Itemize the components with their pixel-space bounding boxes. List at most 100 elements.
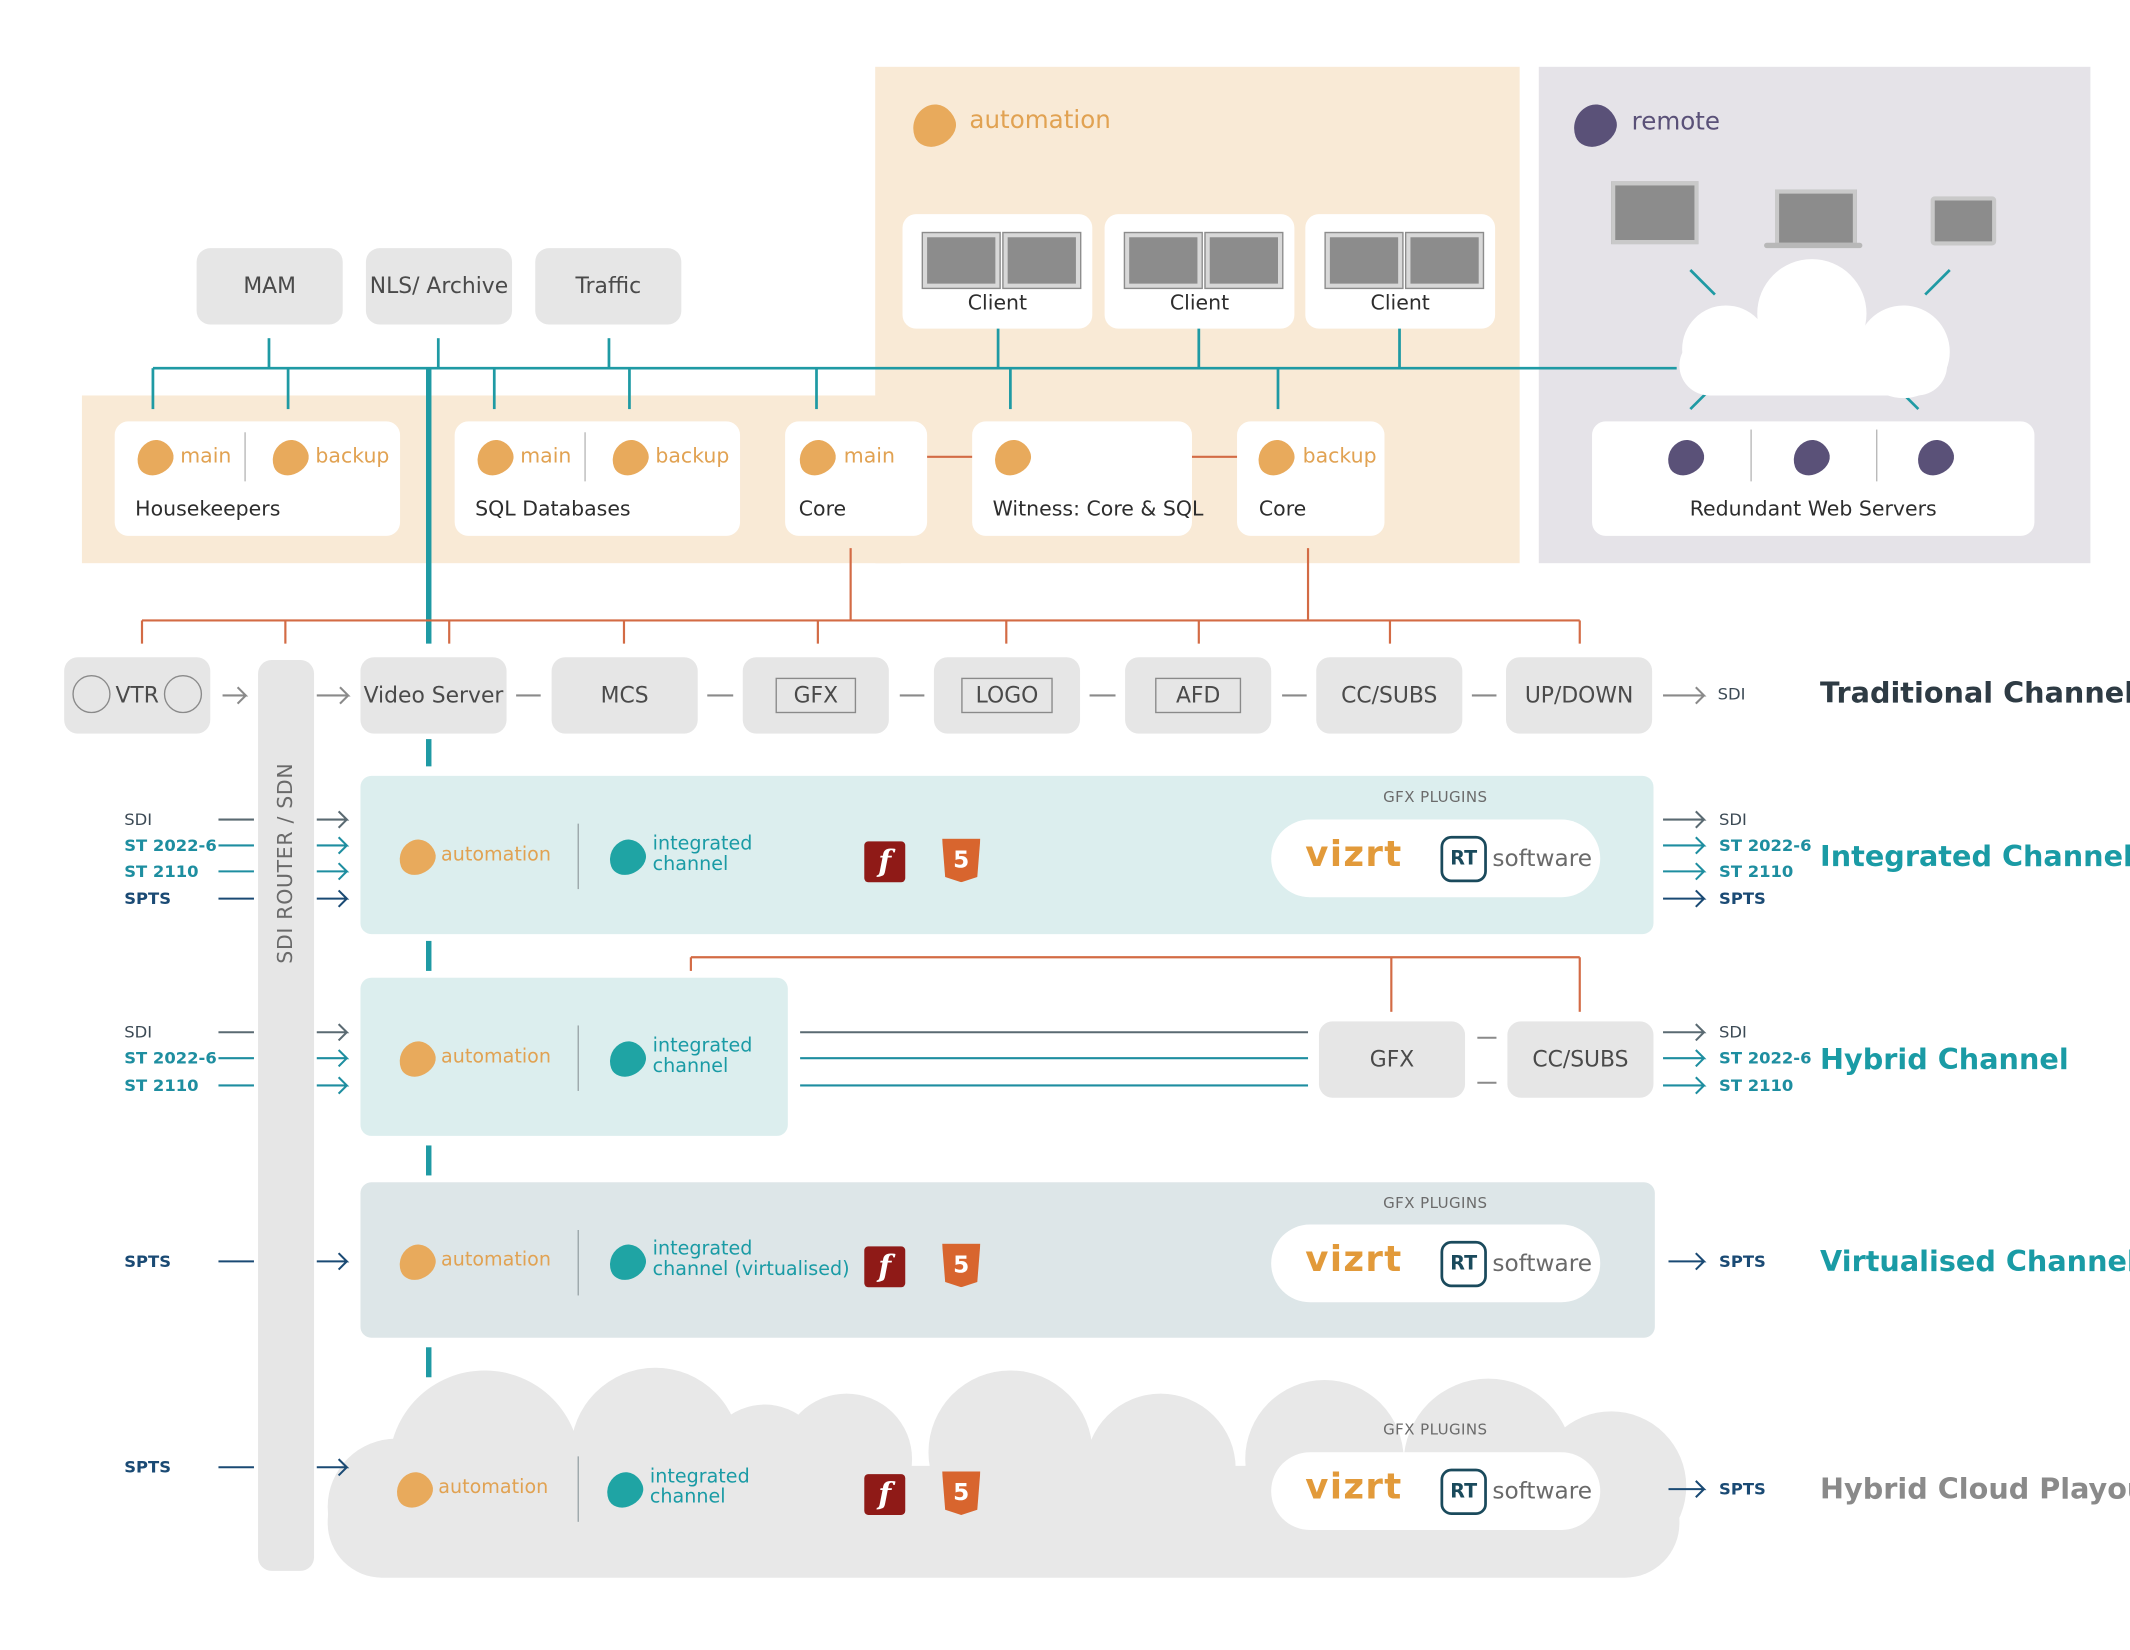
virtualised-channel-line1: integrated xyxy=(652,1238,753,1260)
sql-main-label: main xyxy=(520,443,572,468)
housekeeper-backup-icon xyxy=(266,435,314,480)
traditional-channel-title: Traditional Channel xyxy=(1820,676,2130,710)
hybrid-out-st2022: ST 2022-6 xyxy=(1719,1048,1812,1068)
monitor-icon xyxy=(1123,231,1203,290)
gfx-plugins-label: GFX PLUGINS xyxy=(1383,1194,1488,1213)
desktop-icon xyxy=(1611,181,1699,245)
logo-label: LOGO xyxy=(960,678,1054,713)
core-backup-tag: backup xyxy=(1302,443,1377,468)
integrated-channel-line1: integrated xyxy=(652,833,753,855)
flash-icon: f xyxy=(864,841,906,883)
web-server-icon xyxy=(1662,435,1709,480)
vizrt-logo: vizrt xyxy=(1305,1239,1403,1281)
monitor-icon xyxy=(1002,231,1082,290)
integrated-channel-label: integrated channel xyxy=(652,833,753,876)
up-down-box[interactable]: UP/DOWN xyxy=(1506,657,1653,734)
hybrid-channel-line1: integrated xyxy=(652,1035,753,1057)
sql-databases-box[interactable]: main backup SQL Databases xyxy=(454,421,741,536)
cloud-channel-line2: channel xyxy=(649,1485,726,1508)
divider xyxy=(577,1025,579,1091)
rt-mark: RT xyxy=(1440,1240,1487,1288)
cloud-out-spts: SPTS xyxy=(1719,1479,1766,1499)
hybrid-gfx-box[interactable]: GFX xyxy=(1318,1021,1466,1098)
cloud-in-spts: SPTS xyxy=(124,1457,172,1477)
rt-mark: RT xyxy=(1440,835,1487,883)
hybrid-channel-line2: channel xyxy=(652,1055,729,1077)
virtualised-suffix: (virtualised) xyxy=(734,1258,850,1281)
virtualised-channel-title: Virtualised Channel xyxy=(1820,1245,2130,1278)
client-box-2[interactable]: Client xyxy=(1104,214,1295,329)
core-main-icon xyxy=(794,435,841,480)
client-box-3[interactable]: Client xyxy=(1305,214,1496,329)
witness-box[interactable]: Witness: Core & SQL xyxy=(972,421,1203,536)
html5-icon: 5 xyxy=(942,1471,981,1515)
housekeepers-box[interactable]: main backup Housekeepers xyxy=(114,421,401,536)
hybrid-cc-subs-box[interactable]: CC/SUBS xyxy=(1507,1021,1654,1098)
logo-box[interactable]: LOGO xyxy=(933,657,1081,734)
rt-software-logo: RT software xyxy=(1440,1240,1592,1288)
sdi-router-label: SDI ROUTER / SDN xyxy=(273,762,298,964)
traffic-box[interactable]: Traffic xyxy=(535,248,682,325)
divider xyxy=(244,432,246,482)
client-box-1[interactable]: Client xyxy=(902,214,1093,329)
tablet-icon xyxy=(1930,196,1997,246)
hybrid-in-st2110: ST 2110 xyxy=(124,1075,199,1095)
mcs-box[interactable]: MCS xyxy=(551,657,698,734)
web-server-icon xyxy=(1788,435,1835,480)
housekeepers-title: Housekeepers xyxy=(135,496,281,521)
cc-subs-label: CC/SUBS xyxy=(1341,682,1438,709)
core-main-title: Core xyxy=(798,496,847,521)
hybrid-in-sdi: SDI xyxy=(124,1022,153,1042)
housekeeper-backup-label: backup xyxy=(315,443,390,468)
monitor-icon xyxy=(1404,231,1485,290)
integrated-channel-title: Integrated Channel xyxy=(1820,840,2130,873)
core-backup-icon xyxy=(1252,435,1300,480)
integrated-in-spts: SPTS xyxy=(124,889,172,909)
integrated-out-st2110: ST 2110 xyxy=(1719,861,1794,881)
vizrt-logo: vizrt xyxy=(1305,834,1403,876)
sql-backup-label: backup xyxy=(655,443,730,468)
laptop-icon xyxy=(1775,189,1857,247)
video-server-label: Video Server xyxy=(363,682,504,709)
video-server-box[interactable]: Video Server xyxy=(360,657,507,734)
rt-software-logo: RT software xyxy=(1440,1468,1592,1515)
mam-box[interactable]: MAM xyxy=(196,248,343,325)
html5-icon: 5 xyxy=(942,838,981,883)
integrated-out-st2022: ST 2022-6 xyxy=(1719,835,1812,855)
divider xyxy=(584,432,586,482)
cc-subs-box[interactable]: CC/SUBS xyxy=(1316,657,1463,734)
virtualised-channel-label: integrated channel (virtualised) xyxy=(652,1238,850,1281)
integrated-channel-line2: channel xyxy=(652,853,729,876)
core-main-box[interactable]: main Core xyxy=(785,421,928,536)
sdi-router-bar[interactable] xyxy=(258,660,315,1571)
client-label: Client xyxy=(1169,290,1230,315)
core-backup-box[interactable]: backup Core xyxy=(1237,421,1385,536)
rt-mark: RT xyxy=(1440,1468,1487,1515)
virtualised-out-spts: SPTS xyxy=(1719,1251,1766,1271)
up-down-label: UP/DOWN xyxy=(1524,682,1634,709)
vtr-label: VTR xyxy=(115,682,159,709)
nls-archive-box[interactable]: NLS/ Archive xyxy=(365,248,513,325)
core-backup-title: Core xyxy=(1258,496,1307,521)
hybrid-automation-label: automation xyxy=(441,1045,551,1068)
gfx-box[interactable]: GFX xyxy=(742,657,889,734)
integrated-out-spts: SPTS xyxy=(1719,889,1766,909)
client-label: Client xyxy=(1370,290,1430,315)
web-servers-title: Redundant Web Servers xyxy=(1689,496,1937,521)
flash-icon: f xyxy=(864,1474,906,1515)
monitor-icon xyxy=(1324,231,1404,290)
vtr-box[interactable]: VTR xyxy=(64,657,211,734)
traditional-out-sdi: SDI xyxy=(1717,684,1746,704)
web-servers-box[interactable]: Redundant Web Servers xyxy=(1592,421,2035,536)
hybrid-cc-subs-label: CC/SUBS xyxy=(1532,1046,1629,1073)
afd-box[interactable]: AFD xyxy=(1125,657,1272,734)
integrated-in-st2110: ST 2110 xyxy=(124,861,199,881)
divider xyxy=(577,1230,579,1296)
virtualised-channel-word: channel xyxy=(652,1258,729,1281)
witness-icon xyxy=(989,435,1036,480)
housekeeper-main-label: main xyxy=(180,443,232,468)
vizrt-logo: vizrt xyxy=(1305,1467,1403,1509)
gfx-plugins-label: GFX PLUGINS xyxy=(1383,788,1488,806)
